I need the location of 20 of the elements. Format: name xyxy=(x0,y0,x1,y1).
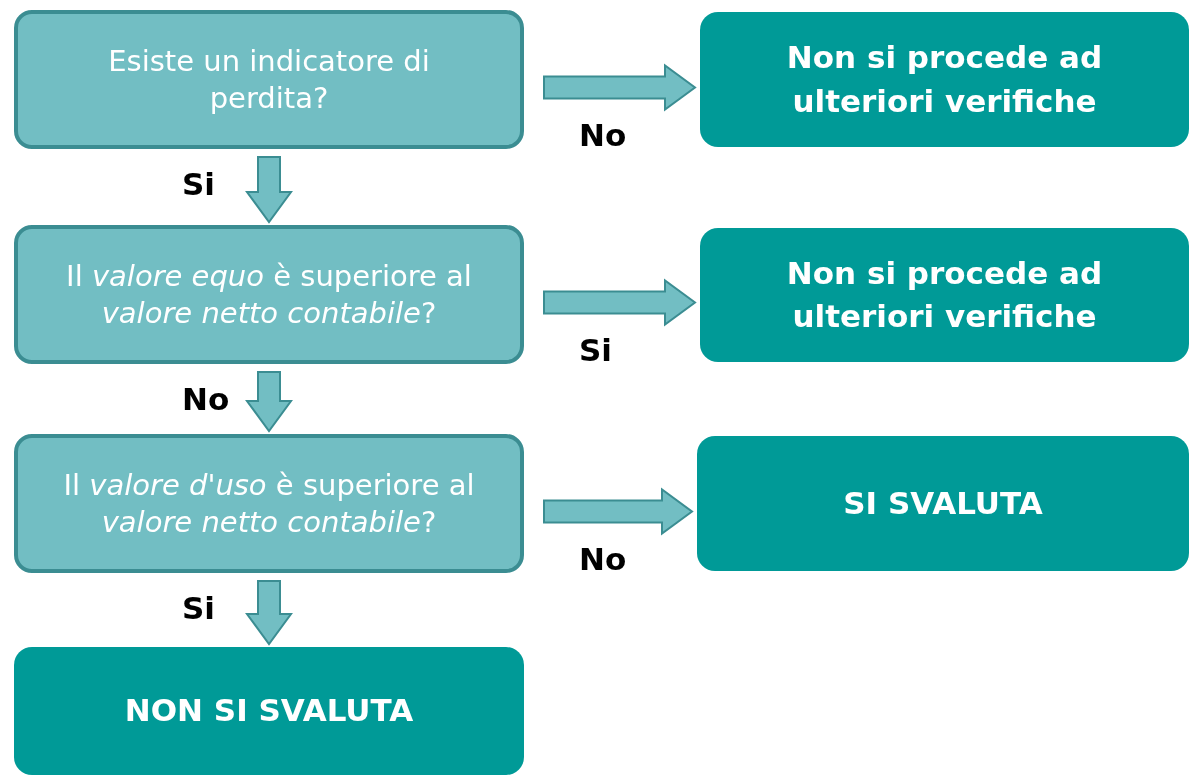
box-text: SI SVALUTA xyxy=(843,483,1043,523)
box-text: Non si procede ad ulteriori verifiche xyxy=(785,38,1104,121)
box-text: Il valore equo è superiore al valore netto contabile? xyxy=(65,258,473,331)
result-box xyxy=(697,436,1189,571)
question-box xyxy=(14,225,524,364)
block-arrow xyxy=(543,63,697,112)
box-text: Esiste un indicatore di perdita? xyxy=(107,43,431,116)
block-arrow xyxy=(245,156,293,224)
block-arrow xyxy=(543,487,694,536)
block-arrow xyxy=(543,278,697,327)
question-box xyxy=(14,10,524,149)
box-text: Non si procede ad ulteriori verifiche xyxy=(785,253,1104,336)
box-text: NON SI SVALUTA xyxy=(124,691,414,731)
block-arrow xyxy=(245,580,293,646)
block-arrow xyxy=(245,371,293,433)
result-box xyxy=(700,12,1189,147)
result-box xyxy=(700,228,1189,362)
result-box xyxy=(14,647,524,775)
question-box xyxy=(14,434,524,573)
box-text: Il valore d'uso è superiore al valore netto contabile? xyxy=(62,467,476,540)
